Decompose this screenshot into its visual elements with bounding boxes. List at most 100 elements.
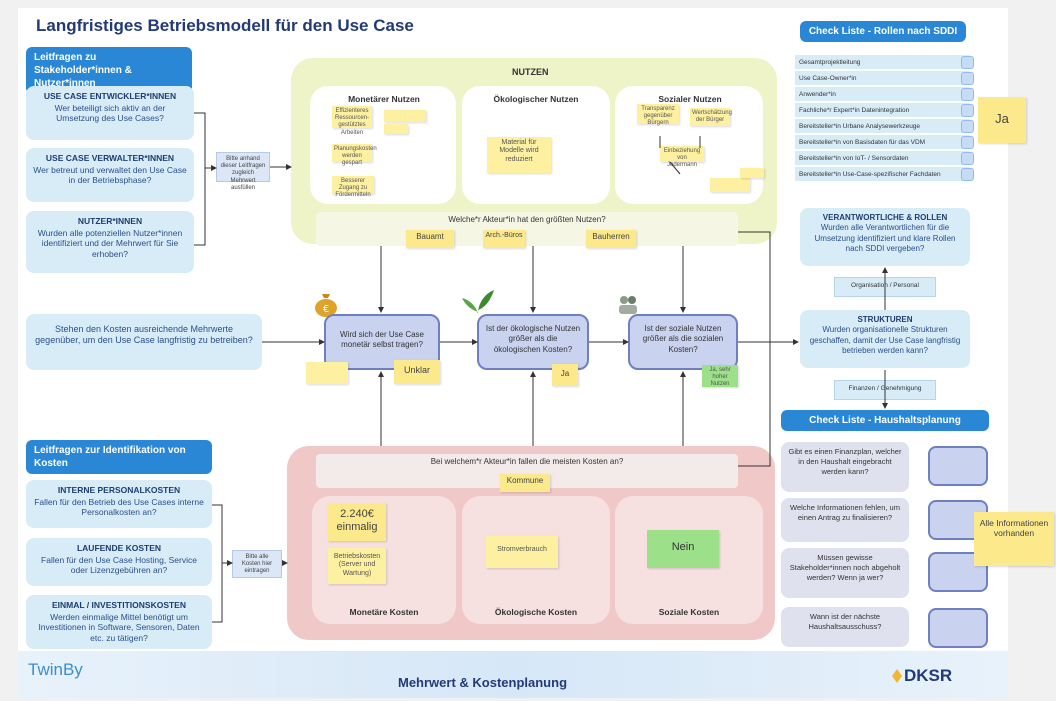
sticky-note[interactable]: Planungskosten werden gespart (332, 144, 377, 167)
checkbox[interactable] (961, 72, 974, 85)
stakeholder-note[interactable]: Bitte anhand dieser Leitfragen zugleich … (216, 152, 270, 191)
question-title: EINMAL / INVESTITIONSKOSTEN (52, 600, 186, 610)
checkbox[interactable] (961, 136, 974, 149)
sticky-note[interactable]: Effizienteres Ressourcen-gestütztes Arbe… (332, 106, 372, 136)
checklist-row[interactable]: Bereitsteller*in Urbane Analysewerkzeuge (795, 119, 974, 134)
checkbox[interactable] (961, 88, 974, 101)
answer-box[interactable] (928, 446, 988, 486)
haushalt-question[interactable]: Welche Informationen fehlen, um einen An… (781, 498, 909, 542)
checklist-row-label: Fachliche*r Expert*in Datenintegration (799, 107, 910, 114)
sticky-note[interactable]: Transparenz gegenüber Bürgern (637, 104, 679, 126)
sticky-note[interactable]: Material für Modelle wird reduziert (487, 137, 551, 173)
question-box-laufend[interactable]: LAUFENDE KOSTEN Fallen für den Use Case … (26, 538, 212, 586)
leaf-icon (460, 286, 496, 316)
question-text: Wer beteiligt sich aktiv an der Umsetzun… (54, 102, 166, 124)
nutzen-title: NUTZEN (512, 67, 549, 77)
haushalt-question[interactable]: Gibt es einen Finanzplan, welcher in den… (781, 442, 909, 492)
sticky-note[interactable]: Besserer Zugang zu Fördermitteln (332, 176, 374, 198)
decision-sticky[interactable]: Unklar (394, 360, 440, 384)
sticky-note-small[interactable] (406, 110, 426, 122)
checkbox[interactable] (961, 104, 974, 117)
decision-sozial[interactable]: Ist der soziale Nutzen größer als die so… (628, 314, 738, 370)
checklist-row[interactable]: Bereitsteller*in Use-Case-spezifischer F… (795, 167, 974, 182)
nutzen-actor-question: Welche*r Akteur*in hat den größten Nutze… (316, 212, 738, 246)
checkbox[interactable] (961, 120, 974, 133)
question-title: LAUFENDE KOSTEN (76, 543, 162, 553)
question-title: NUTZER*INNEN (77, 216, 143, 226)
checklist-row-label: Bereitsteller*in von IoT- / Sensordaten (799, 155, 909, 162)
actor-sticky[interactable]: Arch.-Büros (483, 230, 525, 248)
footer-logo-left: TwinBy (28, 660, 83, 679)
question-text: Wurden alle potenziellen Nutzer*innen id… (37, 227, 183, 259)
organisation-label: Organisation / Personal (834, 277, 936, 297)
sddi-checklist-header: Check Liste - Rollen nach SDDI (800, 21, 966, 42)
oekologisch-nutzen-title: Ökologischer Nutzen (493, 94, 579, 104)
dksr-logo-icon (892, 669, 902, 683)
finanzen-label: Finanzen / Genehmigung (834, 380, 936, 400)
checklist-row-label: Use Case-Owner*in (799, 75, 857, 82)
decision-sticky[interactable]: Ja, sehr hoher Nutzen (702, 365, 738, 387)
monetaer-nutzen-title: Monetärer Nutzen (348, 94, 420, 104)
footer-title: Mehrwert & Kostenplanung (398, 675, 568, 690)
svg-text:€: € (323, 304, 329, 315)
footer-logo-right: DKSR (904, 666, 953, 685)
rollen-box[interactable]: VERANTWORTLICHE & ROLLEN Wurden alle Ver… (800, 208, 970, 266)
question-title: USE CASE VERWALTER*INNEN (45, 153, 175, 163)
sticky-note-small[interactable] (306, 362, 348, 384)
sozial-kosten-title: Soziale Kosten (658, 607, 720, 617)
page-title: Langfristiges Betriebsmodell für den Use… (36, 16, 414, 35)
sticky-note[interactable]: Wertschätzung der Bürger (690, 108, 732, 126)
question-box-personal[interactable]: INTERNE PERSONALKOSTEN Fallen für den Be… (26, 480, 212, 528)
mehrwert-question[interactable]: Stehen den Kosten ausreichende Mehrwerte… (26, 314, 262, 370)
strukturen-box[interactable]: STRUKTUREN Wurden organisationelle Struk… (800, 310, 970, 368)
question-box-nutzer[interactable]: NUTZER*INNEN Wurden alle potenziellen Nu… (26, 211, 194, 273)
amount-sticky[interactable]: 2.240€ einmalig (328, 503, 386, 541)
footer-bar (18, 651, 1008, 698)
checklist-row-label: Gesamtprojektleitung (799, 59, 861, 66)
question-box-verwalter[interactable]: USE CASE VERWALTER*INNEN Wer betreut und… (26, 148, 194, 202)
rollen-title: VERANTWORTLICHE & ROLLEN (822, 213, 948, 222)
checklist-row[interactable]: Use Case-Owner*in (795, 71, 974, 86)
checkbox[interactable] (961, 56, 974, 69)
checklist-row[interactable]: Bereitsteller*in von IoT- / Sensordaten (795, 151, 974, 166)
sticky-note[interactable]: Einbeziehung von Jedermann (660, 146, 704, 168)
question-title: INTERNE PERSONALKOSTEN (57, 485, 181, 495)
checklist-row[interactable]: Fachliche*r Expert*in Datenintegration (795, 103, 974, 118)
question-box-investition[interactable]: EINMAL / INVESTITIONSKOSTEN Werden einma… (26, 595, 212, 649)
sddi-sticky[interactable]: Ja (978, 97, 1026, 143)
sticky-note-small[interactable] (384, 124, 408, 134)
oekologisch-kosten-title: Ökologische Kosten (494, 607, 578, 617)
strukturen-title: STRUKTUREN (857, 315, 913, 324)
actor-sticky[interactable]: Bauherren (586, 230, 636, 248)
decision-monetaer[interactable]: Wird sich der Use Case monetär selbst tr… (324, 314, 440, 370)
checklist-row[interactable]: Bereitsteller*in von Basisdaten für das … (795, 135, 974, 150)
decision-sticky[interactable]: Nein (647, 530, 719, 568)
checklist-row-label: Anwender*in (799, 91, 836, 98)
sticky-note[interactable]: Stromverbrauch (486, 536, 558, 568)
answer-box[interactable] (928, 608, 988, 648)
checklist-row[interactable]: Anwender*in (795, 87, 974, 102)
decision-sticky[interactable]: Ja (552, 364, 578, 386)
checkbox[interactable] (961, 168, 974, 181)
question-text: Werden einmalige Mittel benötigt um Inve… (38, 611, 200, 643)
question-box-entwickler[interactable]: USE CASE ENTWICKLER*INNEN Wer beteiligt … (26, 86, 194, 140)
sticky-note-small[interactable] (384, 110, 406, 122)
money-bag-icon: € (312, 290, 340, 318)
haushalt-question[interactable]: Müssen gewisse Stakeholder*innen noch ab… (781, 548, 909, 598)
strukturen-text: Wurden organisationelle Strukturen gesch… (809, 325, 961, 356)
checkbox[interactable] (961, 152, 974, 165)
decision-oekologisch[interactable]: Ist der ökologische Nutzen größer als di… (477, 314, 589, 370)
actor-sticky[interactable]: Kommune (500, 474, 550, 492)
sozial-nutzen-title: Sozialer Nutzen (658, 94, 722, 104)
sticky-note-small[interactable] (740, 168, 764, 178)
sticky-note-small[interactable] (710, 178, 750, 192)
kosten-header: Leitfragen zur Identifikation von Kosten (26, 440, 212, 474)
sticky-note[interactable]: Betriebskosten (Server und Wartung) (328, 548, 386, 584)
haushalt-sticky[interactable]: Alle Informationen vorhanden (974, 512, 1054, 566)
checklist-row[interactable]: Gesamtprojektleitung (795, 55, 974, 70)
haushalt-question[interactable]: Wann ist der nächste Haushaltsausschuss? (781, 607, 909, 647)
checklist-row-label: Bereitsteller*in Urbane Analysewerkzeuge (799, 123, 921, 130)
kosten-note[interactable]: Bitte alle Kosten hier eintragen (232, 550, 282, 578)
actor-sticky[interactable]: Bauamt (406, 230, 454, 248)
